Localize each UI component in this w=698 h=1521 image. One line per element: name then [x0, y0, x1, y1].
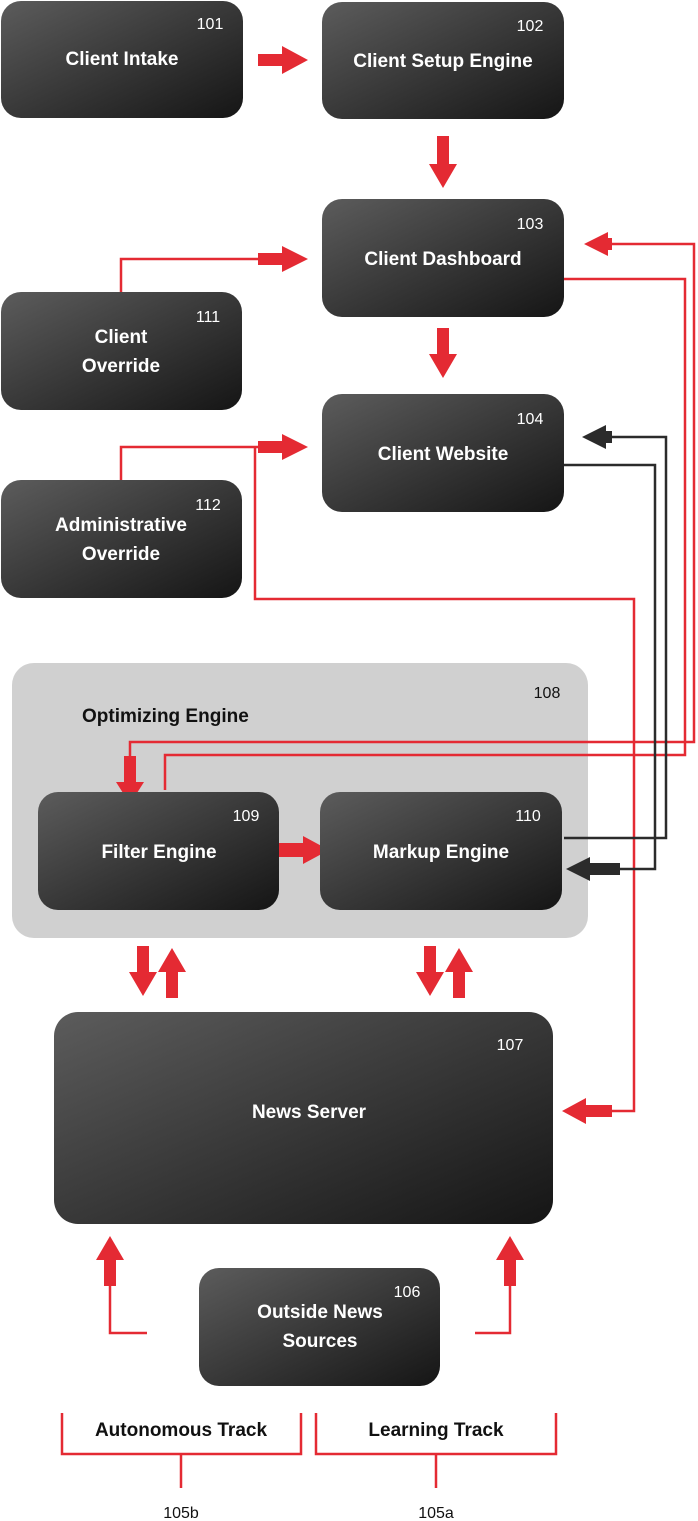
arrow-into-markup-engine: [566, 857, 620, 881]
optimizing-engine-number: 108: [534, 685, 561, 702]
box-filter-engine-label: Filter Engine: [101, 842, 216, 863]
box-client-dashboard-label: Client Dashboard: [364, 249, 521, 270]
autonomous-track-number: 105b: [163, 1505, 199, 1521]
box-client-website[interactable]: Client Website 104: [322, 394, 564, 512]
arrow-intake-to-setup: [258, 46, 308, 74]
arrow-filter-to-markup: [279, 836, 329, 864]
arrow-down-left-pair: [129, 946, 157, 996]
line-markup-to-website-loop: [564, 435, 668, 840]
arrow-outside-news-left-up: [96, 1236, 124, 1286]
box-client-intake[interactable]: Client Intake 101: [1, 1, 243, 118]
autonomous-track: Autonomous Track 105b: [95, 1420, 268, 1521]
arrow-setup-to-dashboard: [429, 136, 457, 188]
box-markup-engine[interactable]: Markup Engine 110: [320, 792, 562, 910]
arrow-admin-override-to-website: [258, 434, 308, 460]
box-client-setup-engine-number: 102: [517, 18, 544, 35]
optimizing-engine-title: Optimizing Engine: [82, 706, 249, 727]
arrow-down-right-pair: [416, 946, 444, 996]
arrow-client-override-to-dashboard: [258, 246, 308, 272]
line-dashboard-out-loop: [163, 277, 687, 790]
box-markup-engine-label: Markup Engine: [373, 842, 509, 863]
box-outside-news-sources-label-line1: Outside News: [257, 1302, 383, 1323]
box-administrative-override-label-line2: Override: [82, 544, 160, 565]
box-client-dashboard-number: 103: [517, 216, 544, 233]
box-outside-news-sources-number: 106: [394, 1284, 421, 1301]
box-client-setup-engine[interactable]: Client Setup Engine 102: [322, 2, 564, 119]
box-client-intake-number: 101: [197, 16, 224, 33]
line-filter-feedback-loop: [128, 242, 696, 760]
learning-track-title: Learning Track: [368, 1420, 504, 1441]
box-client-website-number: 104: [517, 411, 544, 428]
line-website-to-markup-loop: [546, 463, 657, 871]
box-client-override[interactable]: Client Override 111: [1, 292, 242, 410]
box-filter-engine-number: 109: [233, 808, 260, 825]
line-outside-news-left: [108, 1280, 147, 1335]
box-client-override-number: 111: [196, 309, 220, 326]
box-administrative-override-number: 112: [195, 497, 221, 514]
line-admin-override-to-news-server: [253, 447, 636, 1113]
connectors: [60, 46, 696, 1488]
box-client-intake-label: Client Intake: [66, 49, 179, 70]
learning-track: Learning Track 105a: [368, 1420, 504, 1521]
box-news-server-number: 107: [497, 1037, 524, 1054]
box-administrative-override-label-line1: Administrative: [55, 515, 187, 536]
arrow-into-news-server: [562, 1098, 612, 1124]
learning-track-number: 105a: [418, 1505, 454, 1521]
arrow-up-left-pair: [158, 948, 186, 998]
line-outside-news-right: [475, 1280, 512, 1335]
arrow-into-dashboard: [584, 232, 612, 256]
arrow-dashboard-to-website: [429, 328, 457, 378]
line-admin-override-to-website: [119, 445, 260, 480]
box-filter-engine[interactable]: Filter Engine 109: [38, 792, 279, 910]
arrow-outside-news-right-up: [496, 1236, 524, 1286]
autonomous-track-title: Autonomous Track: [95, 1420, 268, 1441]
box-client-website-label: Client Website: [378, 444, 509, 465]
autonomous-track-bracket: [60, 1413, 303, 1488]
box-client-override-label-line1: Client: [95, 327, 148, 348]
box-administrative-override[interactable]: Administrative Override 112: [1, 480, 242, 598]
box-client-dashboard[interactable]: Client Dashboard 103: [322, 199, 564, 317]
line-client-override-to-dashboard: [119, 257, 260, 292]
arrow-up-right-pair: [445, 948, 473, 998]
box-news-server-label: News Server: [252, 1102, 367, 1123]
box-outside-news-sources-label-line2: Sources: [283, 1331, 358, 1352]
box-client-setup-engine-label: Client Setup Engine: [353, 51, 532, 72]
learning-track-bracket: [314, 1413, 558, 1488]
box-outside-news-sources[interactable]: Outside News Sources 106: [199, 1268, 440, 1386]
box-client-override-label-line2: Override: [82, 356, 160, 377]
box-news-server[interactable]: News Server 107: [54, 1012, 553, 1224]
box-markup-engine-number: 110: [515, 808, 541, 825]
arrow-into-website: [582, 425, 612, 449]
